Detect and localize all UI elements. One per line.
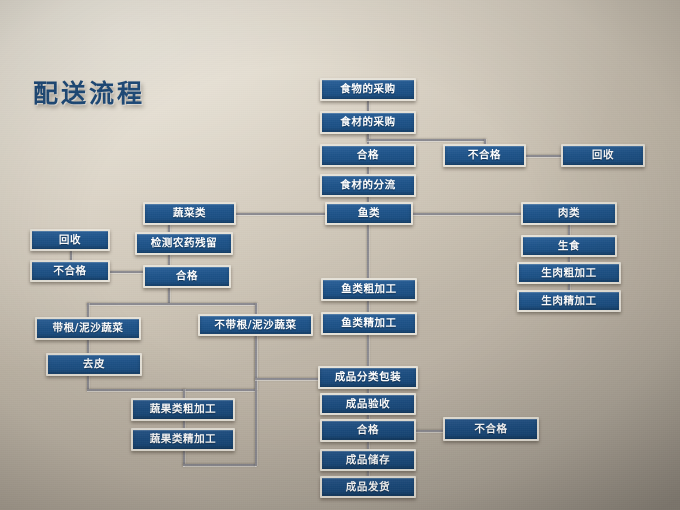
- node-hege-procurement[interactable]: 合格: [320, 144, 416, 167]
- edge-n26-n27: [416, 430, 444, 432]
- node-label: 蔬菜类: [172, 207, 207, 220]
- node-label: 鱼类: [357, 207, 381, 220]
- node-label: 食材的采购: [340, 116, 396, 129]
- node-label: 成品发货: [345, 480, 391, 493]
- edge-n11-n13: [168, 255, 170, 266]
- edge-n17-n18: [367, 301, 369, 313]
- edge-n2-n4-horizontal: [367, 139, 485, 141]
- node-label: 合格: [356, 149, 380, 162]
- edge-n4-n5: [526, 155, 561, 157]
- node-label: 不合格: [53, 264, 87, 277]
- node-shicai-de-caigou[interactable]: 食材的采购: [320, 111, 416, 134]
- edge-n26-n28: [367, 442, 369, 450]
- edge-n23-right-bar: [183, 464, 256, 466]
- edge-n6-n8: [367, 197, 369, 203]
- node-label: 不带根/泥沙蔬菜: [214, 318, 297, 331]
- edge-n25-n26: [367, 415, 369, 420]
- node-label: 生肉精加工: [541, 294, 597, 307]
- node-label: 合格: [175, 270, 199, 283]
- node-huishou-vegetable[interactable]: 回收: [30, 229, 110, 251]
- node-label: 生食: [557, 239, 581, 252]
- node-label: 回收: [58, 233, 82, 246]
- node-shicai-de-fenliu[interactable]: 食材的分流: [320, 174, 416, 197]
- edge-n21-drop: [87, 376, 89, 390]
- node-yulei-jingjiagong[interactable]: 鱼类精加工: [321, 312, 417, 335]
- node-yulei-cujiagong[interactable]: 鱼类粗加工: [321, 278, 417, 301]
- node-shengrou-cujiagong[interactable]: 生肉粗加工: [517, 262, 621, 284]
- edge-n15-n16: [568, 284, 570, 291]
- edge-n13-n20-drop: [255, 303, 257, 315]
- edge-n9-n14: [568, 225, 570, 236]
- node-buhege-procurement[interactable]: 不合格: [443, 144, 526, 167]
- edge-n12-n10: [70, 251, 72, 261]
- node-buhege-vegetable[interactable]: 不合格: [30, 260, 110, 282]
- node-chengpin-fahuo[interactable]: 成品发货: [320, 476, 416, 498]
- edge-n13-split-bar: [87, 303, 256, 305]
- node-label: 回收: [591, 149, 615, 162]
- edge-n18-n24: [367, 335, 369, 367]
- node-label: 去皮: [82, 358, 106, 371]
- node-label: 不合格: [467, 149, 502, 162]
- edge-n13-n12: [110, 271, 144, 273]
- node-daigen-nisha-shucai[interactable]: 带根/泥沙蔬菜: [35, 317, 141, 340]
- node-buhege-finished[interactable]: 不合格: [443, 417, 539, 441]
- edge-n3-n6: [367, 167, 369, 175]
- node-qupi[interactable]: 去皮: [46, 353, 142, 376]
- node-chengpin-chucun[interactable]: 成品储存: [320, 449, 416, 471]
- node-shuguolei-jingjiagong[interactable]: 蔬果类精加工: [131, 428, 235, 451]
- node-label: 蔬果类粗加工: [149, 403, 217, 416]
- edge-n24-n25: [367, 389, 369, 394]
- node-label: 食物的采购: [340, 83, 396, 96]
- node-jiance-nongyao-canliu[interactable]: 检测农药残留: [135, 232, 233, 255]
- node-label: 成品验收: [345, 397, 391, 410]
- edge-n7-n11: [168, 225, 170, 233]
- node-shiwu-de-caigou[interactable]: 食物的采购: [320, 78, 416, 101]
- node-shengshi[interactable]: 生食: [521, 235, 617, 257]
- node-hege-vegetable[interactable]: 合格: [143, 265, 231, 288]
- node-shengrou-jingjiagong[interactable]: 生肉精加工: [517, 290, 621, 312]
- edge-n13-n19-drop: [87, 303, 89, 318]
- node-chengpin-fenlei-baozhuang[interactable]: 成品分类包装: [318, 366, 418, 389]
- edge-merge-right-bar: [183, 389, 256, 391]
- node-label: 成品储存: [345, 453, 391, 466]
- node-label: 生肉粗加工: [541, 266, 597, 279]
- edge-n19-n21: [87, 340, 89, 354]
- node-shuguolei-cujiagong[interactable]: 蔬果类粗加工: [131, 398, 235, 421]
- node-label: 成品分类包装: [334, 371, 402, 384]
- node-label: 鱼类粗加工: [341, 283, 397, 296]
- edge-merge-to-n22: [183, 389, 185, 399]
- edge-n23-to-n24: [255, 378, 319, 380]
- edge-n22-n23: [183, 421, 185, 429]
- edge-n2-n4-stub: [367, 134, 369, 140]
- node-label: 检测农药残留: [150, 237, 218, 250]
- node-chengpin-yanshou[interactable]: 成品验收: [320, 393, 416, 415]
- edge-n7-n8: [236, 213, 326, 215]
- node-label: 合格: [356, 424, 380, 437]
- edge-n23-drop: [183, 451, 185, 466]
- node-label: 带根/泥沙蔬菜: [52, 322, 124, 335]
- node-shucailei[interactable]: 蔬菜类: [143, 202, 236, 225]
- edge-n8-n9: [412, 213, 522, 215]
- edge-n8-n17: [367, 225, 369, 279]
- edge-n1-n2: [367, 101, 369, 111]
- edge-n14-n15: [568, 257, 570, 263]
- node-hege-finished[interactable]: 合格: [320, 419, 416, 442]
- node-huishou-procurement[interactable]: 回收: [561, 144, 645, 167]
- node-label: 蔬果类精加工: [149, 433, 217, 446]
- edge-n23-riser: [255, 336, 257, 466]
- node-budaigen-nisha-shucai[interactable]: 不带根/泥沙蔬菜: [198, 314, 313, 336]
- edge-merge-left-bar: [87, 389, 183, 391]
- edge-n28-n29: [367, 471, 369, 477]
- edge-n2-n4-drop: [484, 139, 486, 145]
- node-roulei[interactable]: 肉类: [521, 202, 617, 225]
- node-label: 肉类: [557, 207, 581, 220]
- page-title: 配送流程: [33, 79, 146, 108]
- node-label: 不合格: [474, 422, 508, 435]
- node-yulei[interactable]: 鱼类: [325, 202, 413, 225]
- node-label: 鱼类精加工: [341, 317, 397, 330]
- node-label: 食材的分流: [340, 179, 396, 192]
- edge-n13-split-stub: [168, 288, 170, 304]
